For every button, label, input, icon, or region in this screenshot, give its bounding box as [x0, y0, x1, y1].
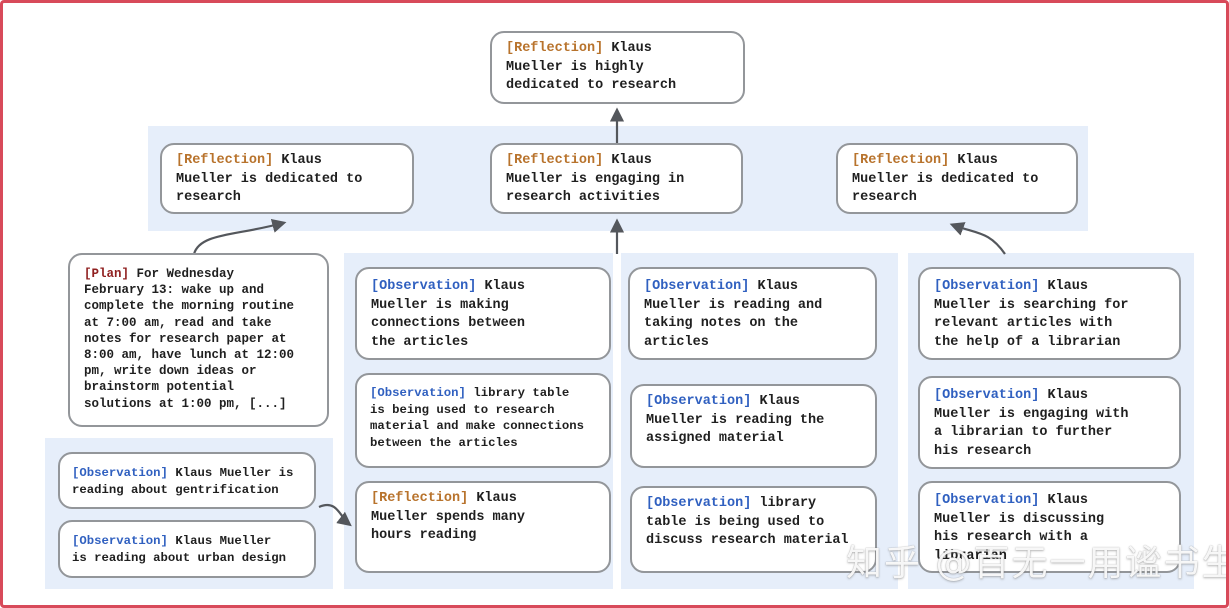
reflection-node-spends-hours-reading: [Reflection] Klaus Mueller spends many h…	[355, 481, 611, 573]
reflection-node-middle: [Reflection] Klaus Mueller is engaging i…	[490, 143, 743, 214]
observation-node-library-table-discuss: [Observation] library table is being use…	[630, 486, 877, 573]
observation-node-searching-articles: [Observation] Klaus Mueller is searching…	[918, 267, 1181, 360]
plan-tag: [Plan]	[84, 267, 130, 281]
reflection-node-right: [Reflection] Klaus Mueller is dedicated …	[836, 143, 1078, 214]
observation-tag: [Observation]	[370, 386, 466, 400]
observation-node-discussing-research: [Observation] Klaus Mueller is discussin…	[918, 481, 1181, 573]
observation-node-urban-design: [Observation] Klaus Mueller is reading a…	[58, 520, 316, 578]
reflection-tag: [Reflection]	[176, 153, 274, 168]
reflection-tag: [Reflection]	[852, 153, 950, 168]
reflection-tag: [Reflection]	[371, 491, 469, 506]
node-text: Klaus Mueller is engaging with a librari…	[934, 388, 1129, 459]
observation-tag: [Observation]	[72, 534, 168, 548]
node-text: library table is being used to discuss r…	[646, 496, 849, 548]
node-text: library table is being used to research …	[370, 386, 585, 450]
node-text: Klaus Mueller spends many hours reading	[371, 491, 525, 543]
reflection-tag: [Reflection]	[506, 41, 604, 56]
observation-tag: [Observation]	[934, 493, 1040, 508]
node-text: Klaus Mueller is reading about gentrific…	[72, 466, 294, 497]
node-text: Klaus Mueller is dedicated to research	[176, 153, 363, 205]
observation-tag: [Observation]	[72, 466, 168, 480]
plan-node: [Plan] For Wednesday February 13: wake u…	[68, 253, 329, 427]
node-text: Klaus Mueller is engaging in research ac…	[506, 153, 685, 205]
node-text: Klaus Mueller is highly dedicated to res…	[506, 41, 677, 93]
reflection-node-root: [Reflection] Klaus Mueller is highly ded…	[490, 31, 745, 104]
node-text: Klaus Mueller is reading about urban des…	[72, 534, 287, 565]
node-text: Klaus Mueller is reading and taking note…	[644, 279, 823, 350]
observation-node-taking-notes: [Observation] Klaus Mueller is reading a…	[628, 267, 877, 360]
observation-tag: [Observation]	[646, 496, 752, 511]
observation-node-gentrification: [Observation] Klaus Mueller is reading a…	[58, 452, 316, 509]
reflection-node-left: [Reflection] Klaus Mueller is dedicated …	[160, 143, 414, 214]
observation-node-engaging-librarian: [Observation] Klaus Mueller is engaging …	[918, 376, 1181, 469]
node-text: Klaus Mueller is discussing his research…	[934, 493, 1105, 564]
node-text: Klaus Mueller is reading the assigned ma…	[646, 394, 825, 446]
zhihu-watermark: 知乎 @百无一用谧书生	[846, 543, 1229, 584]
node-text: For Wednesday February 13: wake up and c…	[84, 267, 295, 411]
node-text: Klaus Mueller is searching for relevant …	[934, 279, 1129, 350]
node-text: Klaus Mueller is dedicated to research	[852, 153, 1039, 205]
observation-node-library-table-research: [Observation] library table is being use…	[355, 373, 611, 468]
observation-node-making-connections: [Observation] Klaus Mueller is making co…	[355, 267, 611, 360]
observation-node-assigned-material: [Observation] Klaus Mueller is reading t…	[630, 384, 877, 468]
observation-tag: [Observation]	[371, 279, 477, 294]
observation-tag: [Observation]	[934, 388, 1040, 403]
observation-tag: [Observation]	[644, 279, 750, 294]
node-text: Klaus Mueller is making connections betw…	[371, 279, 525, 350]
observation-tag: [Observation]	[934, 279, 1040, 294]
reflection-tag: [Reflection]	[506, 153, 604, 168]
observation-tag: [Observation]	[646, 394, 752, 409]
